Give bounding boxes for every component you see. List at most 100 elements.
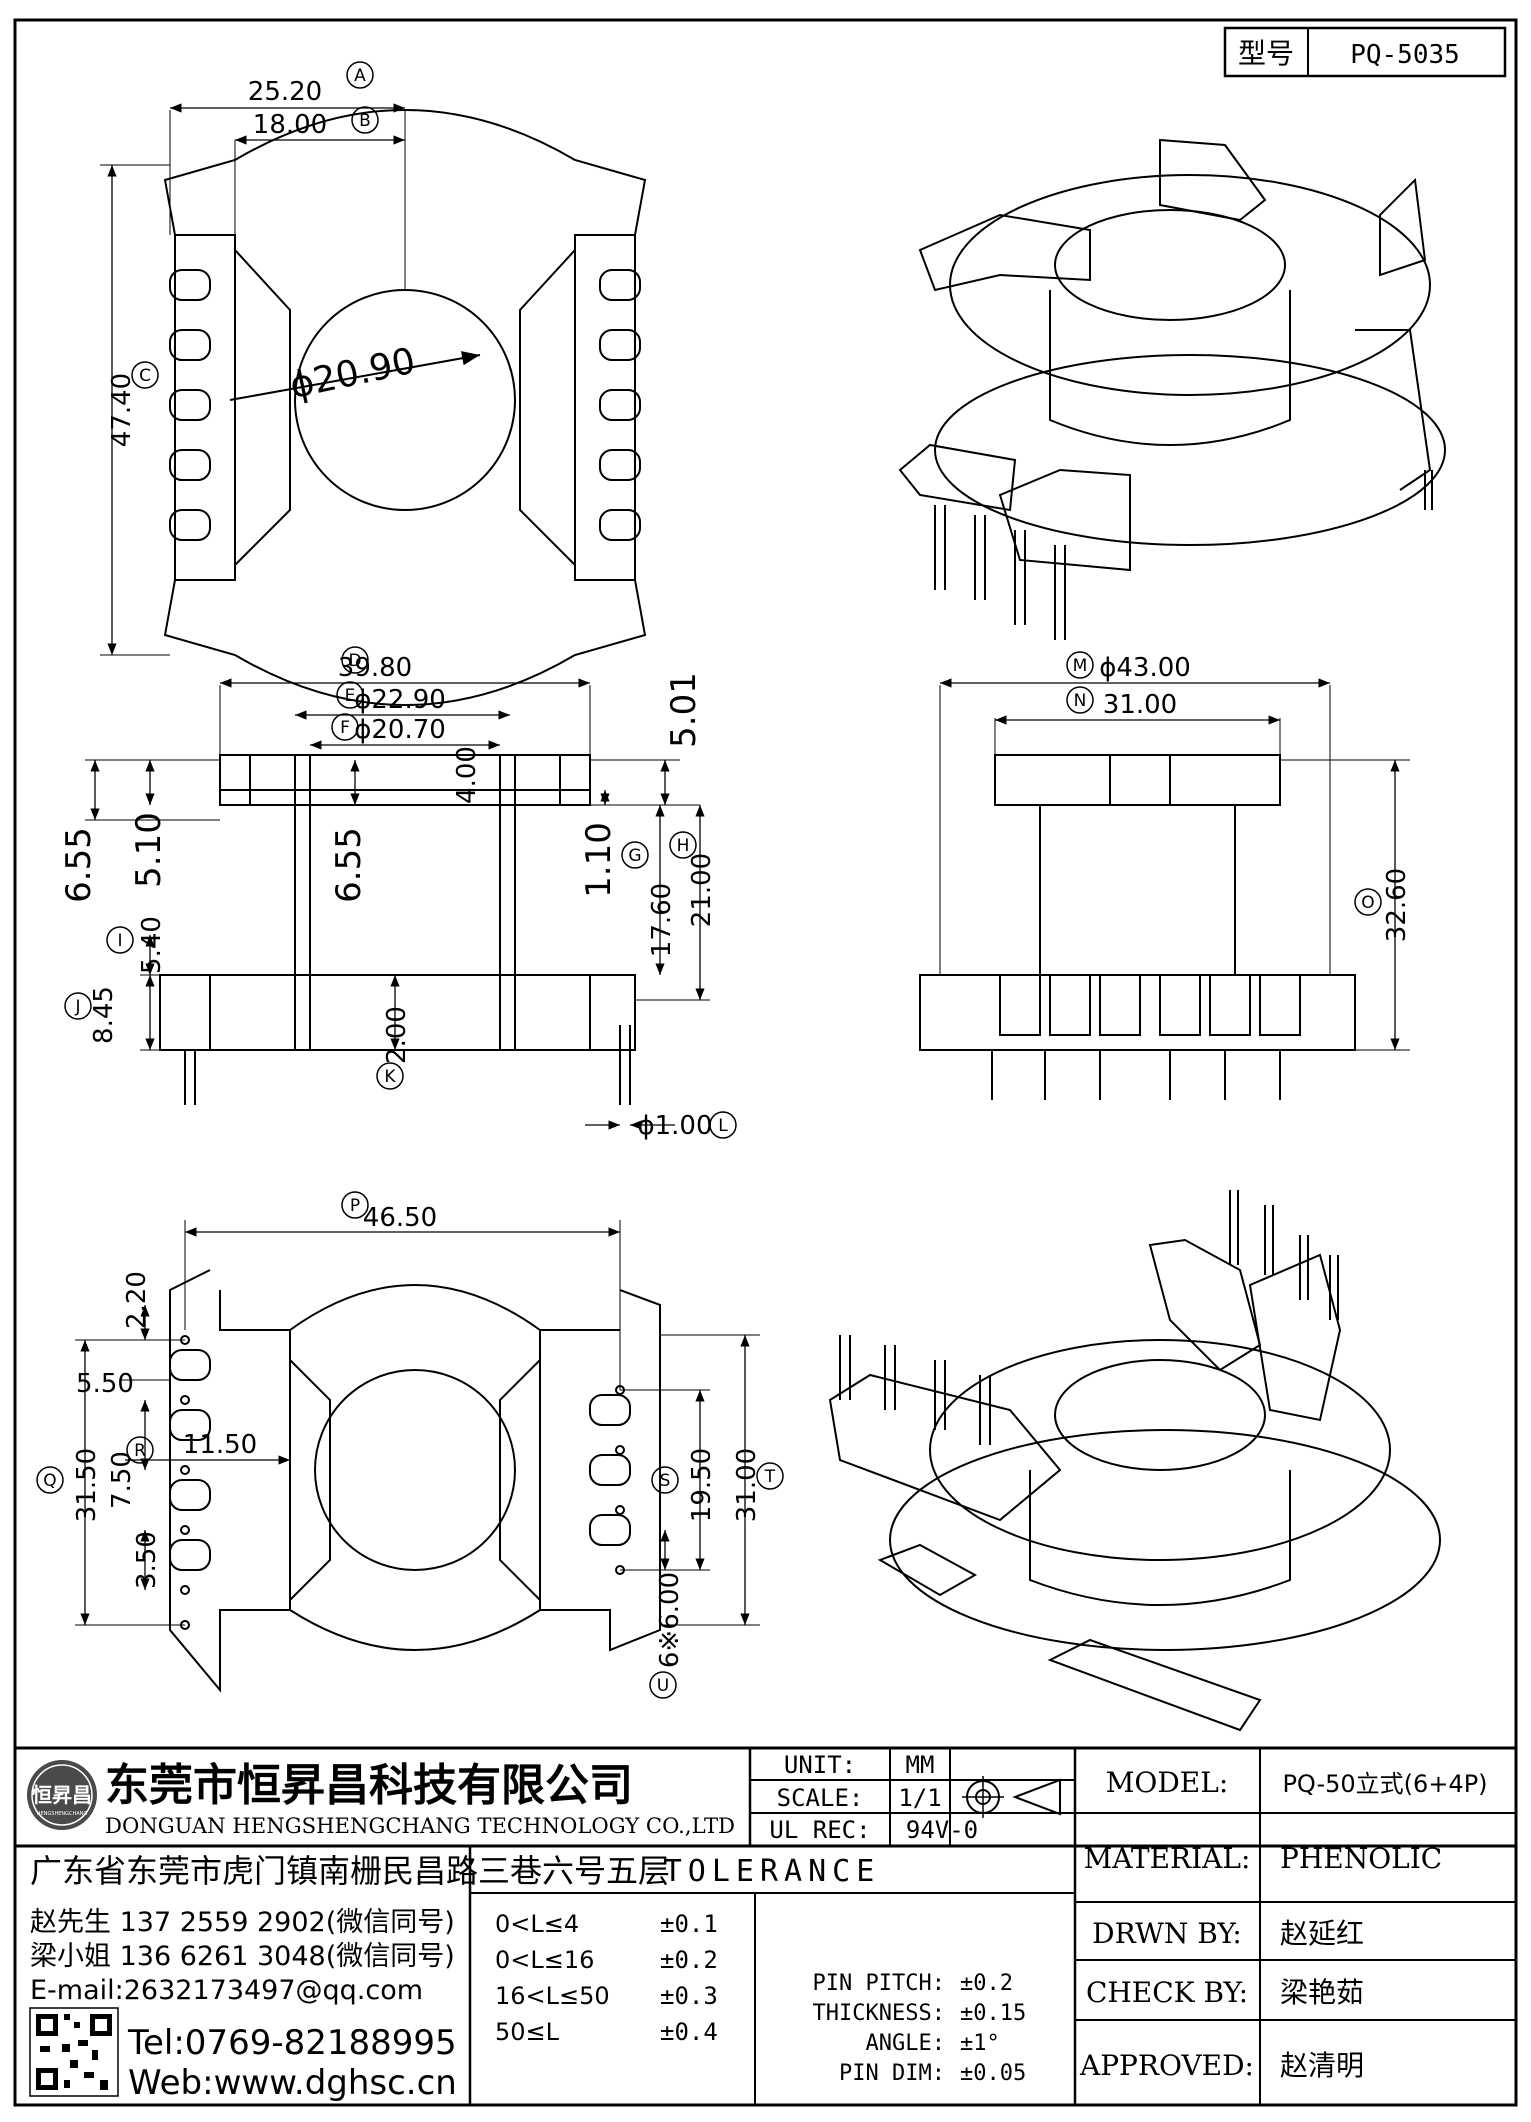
model-value: PQ-50立式(6+4P)	[1282, 1770, 1487, 1798]
material-label: MATERIAL:	[1084, 1842, 1251, 1875]
dim-l-value: ϕ1.00	[637, 1111, 712, 1141]
bubble-i: I	[117, 931, 122, 951]
company-name-cn: 东莞市恒昇昌科技有限公司	[105, 1760, 633, 1811]
dim-f-value: ϕ20.70	[354, 715, 446, 745]
tol-value-3: ±0.3	[660, 1982, 718, 2010]
dim-small-gap: 4.00	[452, 746, 482, 804]
dim-u-value: 6※6.00	[655, 1572, 685, 1668]
top-view-core-hole	[294, 289, 516, 511]
bubble-n: N	[1074, 691, 1087, 711]
bubble-l: L	[718, 1116, 728, 1136]
bottom-view-core-hole	[314, 1369, 516, 1571]
bubble-k: K	[384, 1067, 396, 1087]
bubble-b: B	[359, 111, 371, 131]
bottom-view	[75, 1220, 760, 1693]
bubble-j: J	[74, 997, 80, 1017]
side-bottom-flange	[919, 974, 1356, 1051]
dim-q-value: 31.50	[72, 1448, 102, 1522]
dim-mid-6-55: 6.55	[329, 827, 369, 903]
company-address: 广东省东莞市虎门镇南栅民昌路三巷六号五层	[30, 1852, 670, 1890]
thickness-label: THICKNESS:	[813, 2001, 945, 2026]
dim-b-value: 18.00	[253, 110, 327, 140]
qr-code	[29, 2007, 119, 2097]
dim-top-right: 5.01	[664, 672, 704, 748]
contact-2: 梁小姐 136 6261 3048(微信同号)	[30, 1941, 455, 1972]
pin-pitch-label: PIN PITCH:	[813, 1971, 945, 1996]
tol-range-4: 50≤L	[495, 2018, 560, 2046]
side-top-flange	[994, 754, 1281, 806]
pin-pitch-value: ±0.2	[960, 1971, 1013, 1996]
dim-n-value: 31.00	[1103, 690, 1177, 720]
dim-5-50: 5.50	[76, 1369, 134, 1399]
bubble-g: G	[628, 846, 641, 866]
dim-g-value: 1.10	[579, 822, 619, 898]
dim-o-value: 32.60	[1382, 868, 1412, 942]
dim-e-value: ϕ22.90	[354, 685, 446, 715]
drwn-label: DRWN BY:	[1092, 1917, 1242, 1950]
top-view	[100, 103, 647, 706]
bubble-f: F	[340, 718, 350, 738]
tol-range-1: 0<L≤4	[495, 1910, 579, 1938]
tol-value-4: ±0.4	[660, 2018, 718, 2046]
front-view-dims: 39.80 ϕ22.90 ϕ20.70 5.01 4.00 6.55 5.10 …	[59, 646, 737, 1141]
front-view	[85, 678, 710, 1130]
company-name-en: DONGUAN HENGSHENGCHANG TECHNOLOGY CO.,LT…	[105, 1814, 735, 1838]
dim-left-5-10: 5.10	[129, 812, 169, 888]
bubble-a: A	[354, 66, 366, 86]
dim-h1-value: 17.60	[647, 883, 677, 957]
front-top-flange	[219, 754, 591, 806]
bubble-h: H	[677, 836, 690, 856]
contact-web: Web:www.dghsc.cn	[128, 2063, 457, 2103]
dim-a-value: 25.20	[248, 77, 322, 107]
approved-value: 赵清明	[1280, 2049, 1364, 2082]
dim-i-value: 5.40	[137, 916, 167, 974]
material-value: PHENOLIC	[1280, 1842, 1442, 1875]
logo-subtext: HENGSHENGCHANG	[37, 1811, 88, 1817]
bubble-d: D	[348, 651, 361, 671]
ulrec-value: 94V-0	[906, 1816, 978, 1844]
part-number-label: 型号	[1238, 37, 1294, 70]
angle-value: ±1°	[960, 2031, 1000, 2056]
bubble-r: R	[134, 1441, 146, 1461]
bubble-q: Q	[43, 1471, 56, 1491]
dim-j-value: 8.45	[89, 986, 119, 1044]
bubble-c: C	[139, 366, 151, 386]
drwn-value: 赵延红	[1280, 1917, 1364, 1950]
tol-value-1: ±0.1	[660, 1910, 718, 1938]
tolerance-title: TOLERANCE	[664, 1854, 881, 1889]
dim-p-value: 46.50	[363, 1203, 437, 1233]
dim-2-20: 2.20	[122, 1271, 152, 1329]
bubble-o: O	[1361, 893, 1374, 913]
top-view-right-flange	[574, 234, 636, 581]
part-number-box: 型号 PQ-5035	[1223, 26, 1507, 78]
dim-h2-value: 21.00	[687, 853, 717, 927]
iso-view-top	[898, 138, 1446, 640]
top-view-left-flange	[174, 234, 236, 581]
dim-d-value: 39.80	[338, 653, 412, 683]
bubble-t: T	[764, 1467, 776, 1487]
dim-c-value: 47.40	[107, 373, 137, 447]
part-number-value: PQ-5035	[1350, 40, 1460, 70]
dim-k-value: 2.00	[382, 1006, 412, 1064]
unit-value: MM	[906, 1751, 935, 1779]
bubble-u: U	[657, 1676, 669, 1696]
approved-label: APPROVED:	[1079, 2049, 1254, 2082]
contact-tel: Tel:0769-82188995	[127, 2023, 457, 2063]
pin-dim-value: ±0.05	[960, 2061, 1026, 2086]
side-view-dims: ϕ43.00 31.00 32.60 M N O	[1066, 651, 1412, 942]
tol-range-2: 0<L≤16	[495, 1946, 594, 1974]
side-view	[919, 678, 1410, 1100]
ulrec-label: UL REC:	[769, 1816, 870, 1844]
bubble-e: E	[345, 686, 356, 706]
dim-3-50: 3.50	[132, 1531, 162, 1589]
model-label: MODEL:	[1106, 1766, 1229, 1799]
bottom-view-dims: 46.50 2.20 5.50 11.50 7.50 31.50 3.50 19…	[36, 1191, 784, 1699]
check-label: CHECK BY:	[1086, 1976, 1248, 2009]
sheet-frame	[13, 18, 1518, 2107]
angle-label: ANGLE:	[866, 2031, 945, 2056]
unit-label: UNIT:	[784, 1751, 856, 1779]
iso-view-bottom	[828, 1190, 1441, 1732]
contact-1: 赵先生 137 2559 2902(微信同号)	[30, 1907, 455, 1938]
logo-text: 恒昇昌	[32, 1783, 92, 1807]
